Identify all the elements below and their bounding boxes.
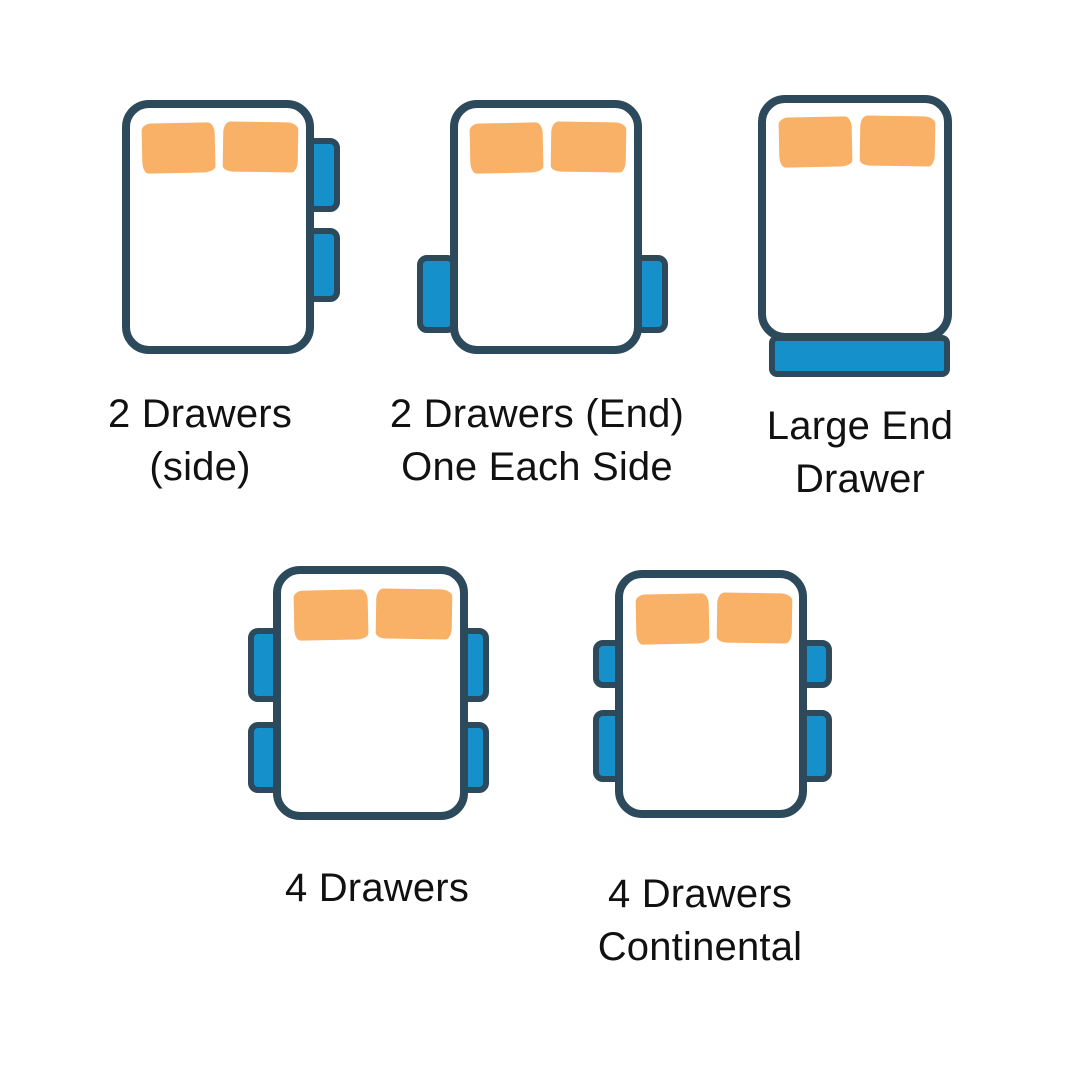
pillow-icon [550, 121, 627, 173]
bed-diagram-4-drawers-continental [593, 570, 832, 818]
bed-outline [615, 570, 807, 818]
pillow-icon [716, 592, 793, 644]
pillow-icon [141, 122, 216, 174]
pillow-icon [469, 122, 544, 174]
bed-outline [122, 100, 314, 354]
bed-diagram-4-drawers [248, 566, 489, 820]
pillow-icon [222, 121, 299, 173]
pillow-icon [778, 116, 853, 168]
bed-outline [758, 95, 952, 341]
caption-4-drawers-continental: 4 Drawers Continental [597, 872, 803, 969]
pillow-icon [293, 589, 369, 641]
bed-outline [273, 566, 468, 820]
caption-large-end-drawer: Large End Drawer [766, 404, 954, 501]
caption-2-drawers-side: 2 Drawers (side) [107, 392, 293, 489]
caption-2-drawers-end: 2 Drawers (End) One Each Side [389, 392, 685, 489]
bed-diagram-2-drawers-end-one-each-side [417, 100, 668, 354]
pillow-icon [635, 593, 710, 645]
drawer-icon [769, 335, 950, 377]
pillow-icon [859, 115, 936, 167]
bed-diagram-2-drawers-side [122, 100, 340, 354]
bed-outline [450, 100, 642, 354]
bed-diagram-large-end-drawer [758, 95, 952, 377]
pillow-icon [375, 588, 453, 640]
caption-4-drawers: 4 Drawers [284, 866, 470, 910]
